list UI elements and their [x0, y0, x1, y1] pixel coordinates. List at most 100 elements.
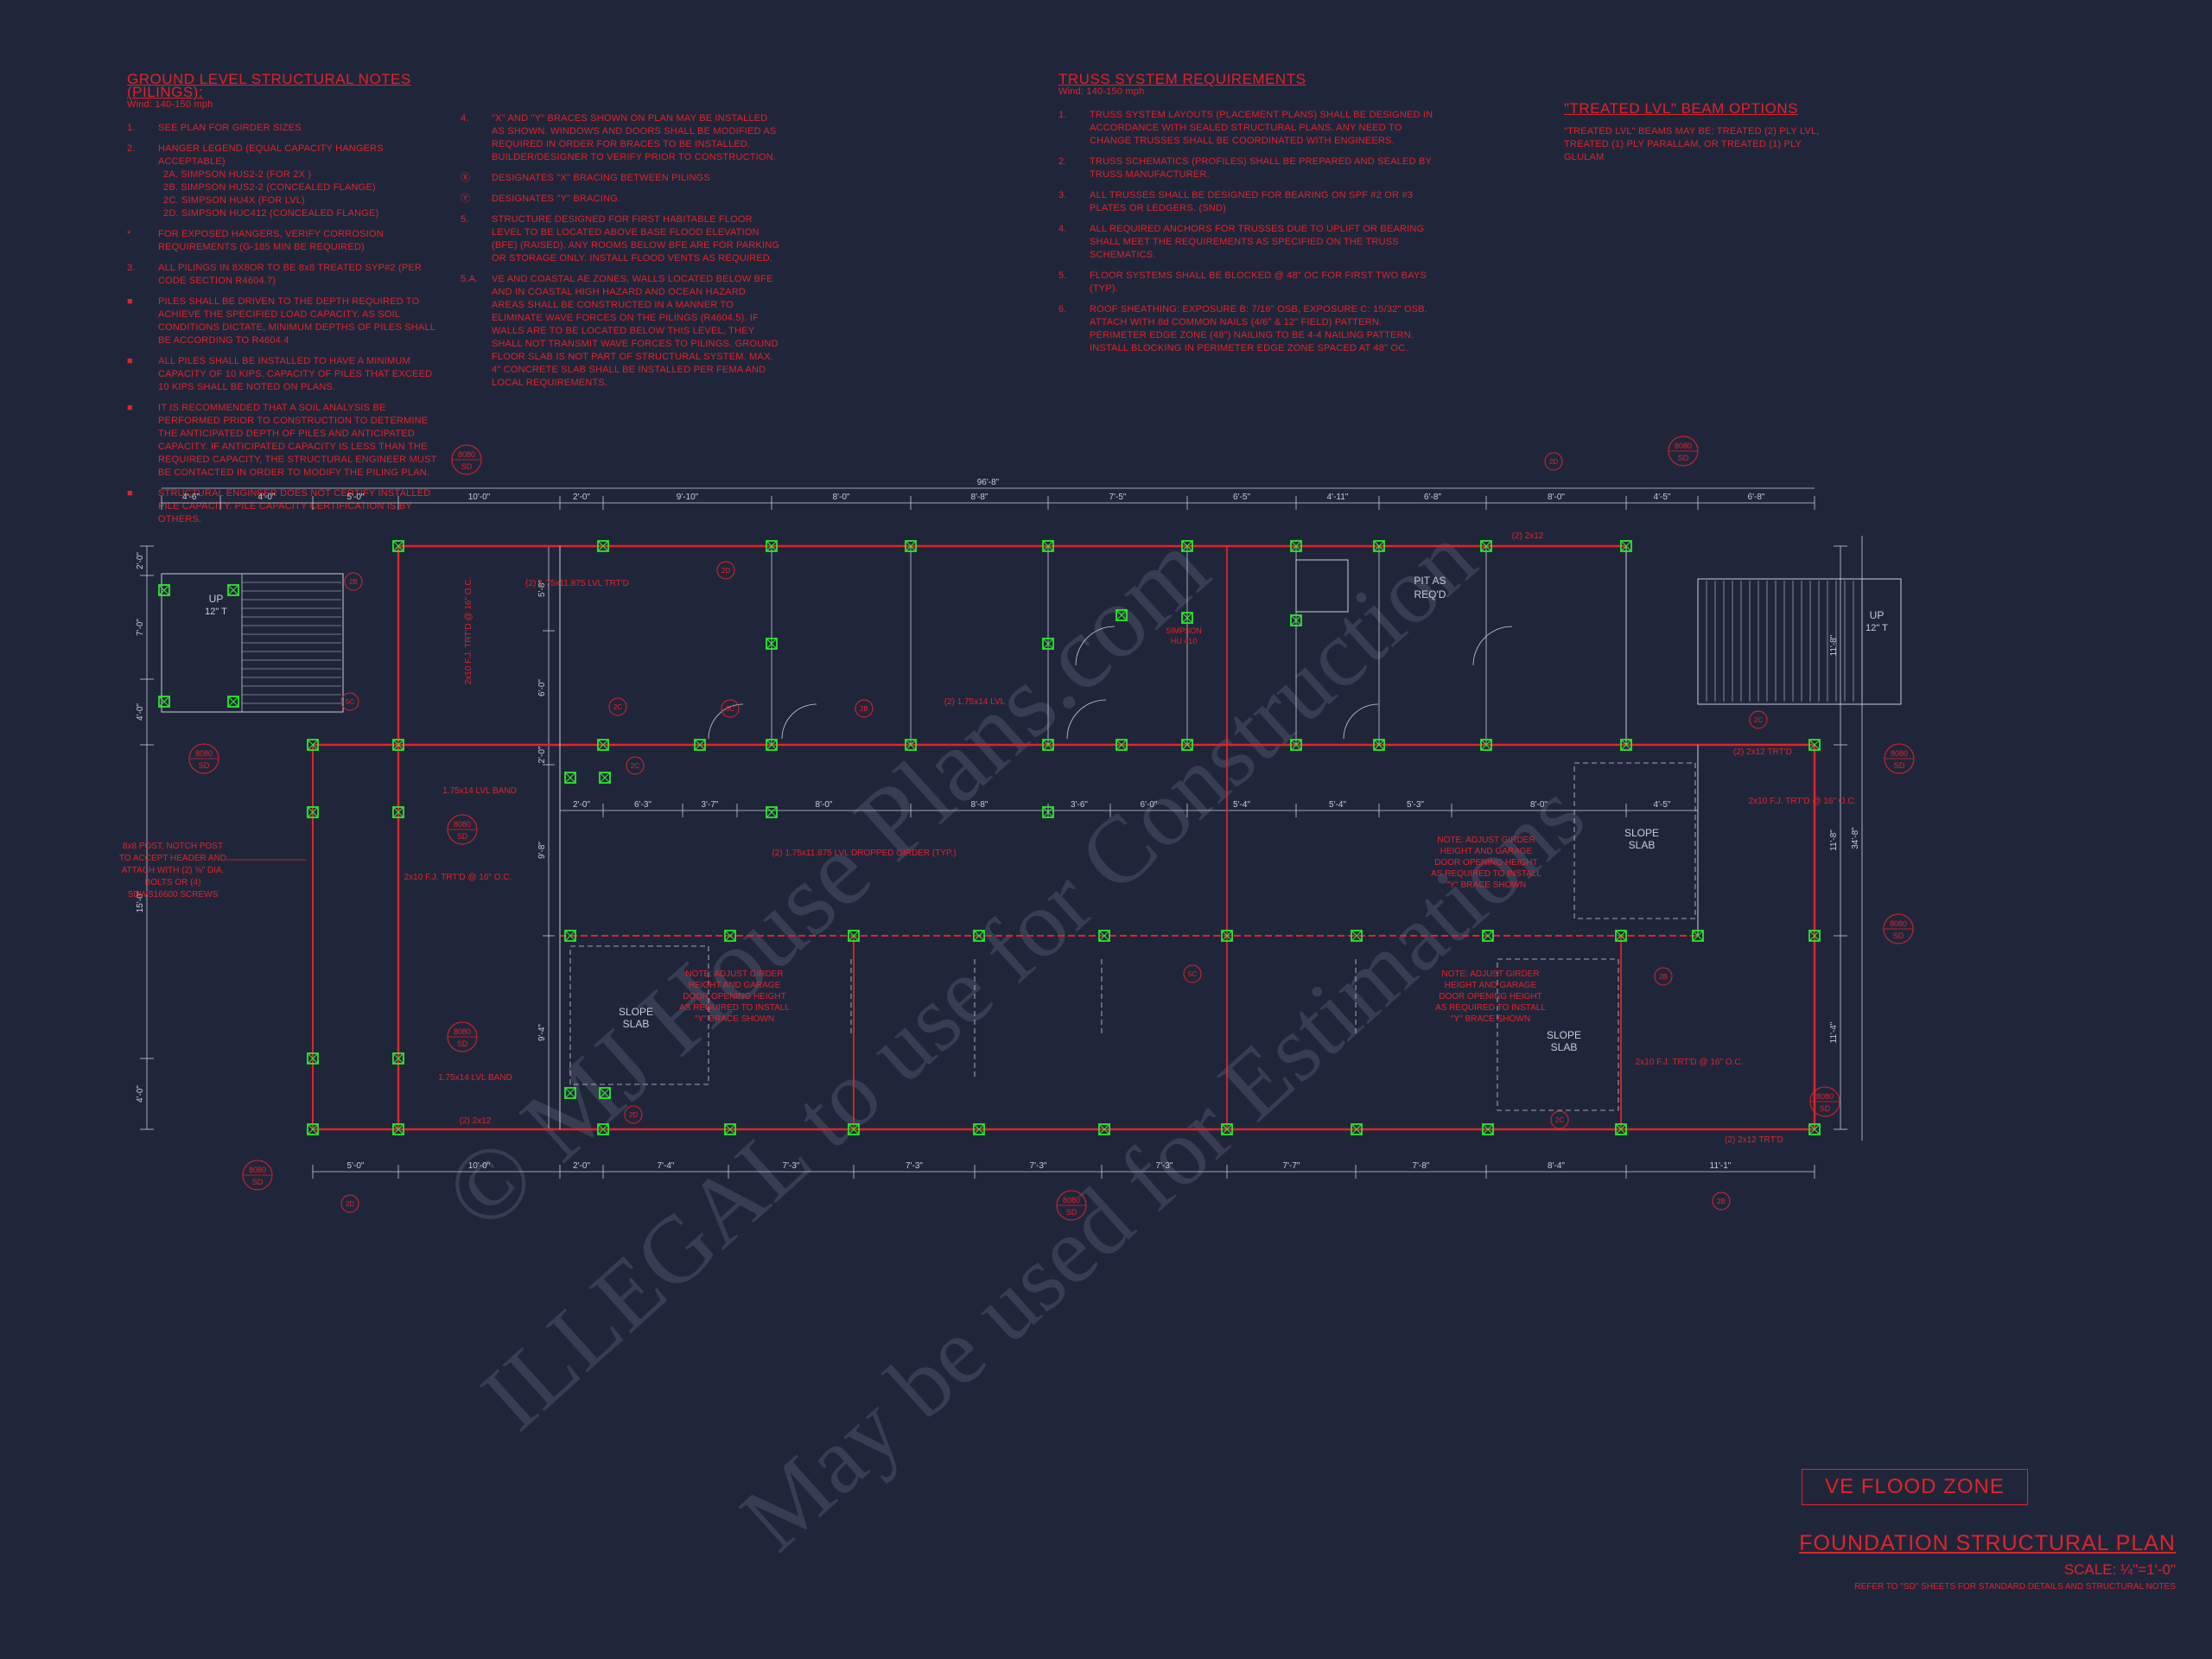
pile-cross — [906, 740, 916, 750]
note-main-text: PILES SHALL BE DRIVEN TO THE DEPTH REQUI… — [158, 296, 435, 346]
pile-cross — [1809, 740, 1820, 750]
pile-cross — [906, 541, 916, 551]
callout-sheet: SD — [1894, 761, 1905, 770]
pile-cross — [565, 931, 575, 941]
callout-number: 8080 — [1816, 1092, 1834, 1101]
hanger-tag-circle — [1550, 1110, 1569, 1129]
slope-slab-label: SLAB — [623, 1018, 650, 1030]
garage-slab-outline — [569, 945, 709, 1085]
note-number: 6. — [1058, 304, 1067, 315]
top-dim-label: 10'-0" — [468, 493, 491, 502]
left-dim-label: 2'-0" — [136, 552, 145, 569]
pile-marker — [724, 930, 736, 942]
note-main-text: TRUSS SCHEMATICS (PROFILES) SHALL BE PRE… — [1090, 156, 1432, 180]
mid-dim-label: 6'-3" — [634, 800, 652, 810]
inner-dim-label: 6'-0" — [537, 679, 547, 696]
hanger-tag: 2D — [721, 567, 730, 575]
callout-number: 8080 — [195, 749, 213, 758]
bottom-dim-label: 7'-4" — [658, 1161, 675, 1171]
beam-label: (2) 1.75x11.875 LVL DROPPED GIRDER (TYP.… — [772, 849, 956, 858]
pile-marker — [1620, 739, 1632, 751]
note-item: 3.ALL PILINGS IN 8X8OR TO BE 8x8 TREATED… — [127, 262, 438, 288]
hanger-tag-circle — [340, 692, 359, 711]
hanger-tag-circle — [1544, 452, 1563, 471]
callout-number: 8080 — [1063, 1196, 1080, 1205]
mid-dim-label: 3'-7" — [702, 800, 719, 810]
note-text: STRUCTURE DESIGNED FOR FIRST HABITABLE F… — [492, 213, 780, 265]
right-stair-outline — [1697, 578, 1902, 705]
ground-level-notes-wind: Wind: 140-150 mph — [127, 99, 213, 110]
callout-sheet: SD — [457, 832, 468, 841]
pile-marker — [1808, 1123, 1821, 1135]
hanger-tag: 2B — [1659, 973, 1668, 981]
truss-notes-wind: Wind: 140-150 mph — [1058, 86, 1145, 97]
pile-cross — [1043, 639, 1053, 649]
pile-marker — [1692, 930, 1704, 942]
pile-cross — [1693, 931, 1703, 941]
ground-level-notes: GROUND LEVEL STRUCTURAL NOTES (PILINGS):… — [127, 72, 438, 534]
sheet-scale: SCALE: ¼"=1'-0" — [2063, 1561, 2176, 1578]
note-main-text: IT IS RECOMMENDED THAT A SOIL ANALYSIS B… — [158, 403, 437, 478]
pile-marker — [564, 772, 576, 784]
pile-marker — [848, 1123, 860, 1135]
beam-label: 2x10 F.J. TRT'D @ 16" O.C. — [464, 577, 474, 685]
note-main-text: HANGER LEGEND (EQUAL CAPACITY HANGERS AC… — [158, 143, 384, 167]
note-item: 1.TRUSS SYSTEM LAYOUTS (PLACEMENT PLANS)… — [1058, 109, 1439, 148]
hanger-tag: 5C — [726, 705, 734, 713]
callout-sheet: SD — [461, 462, 473, 471]
callout-sheet: SD — [457, 1039, 468, 1048]
pile-marker — [1351, 930, 1363, 942]
hanger-tag: 2B — [860, 705, 868, 713]
hanger-tag-circle — [855, 699, 874, 718]
pile-cross — [1483, 931, 1493, 941]
note-text: ALL PILES SHALL BE INSTALLED TO HAVE A M… — [158, 355, 438, 394]
title-block: FOUNDATION STRUCTURAL PLAN SCALE: ¼"=1'-… — [1799, 1531, 2176, 1592]
pile-marker — [1480, 540, 1492, 552]
stair-rise-label: 12" T — [1866, 623, 1888, 633]
pile-marker — [1116, 739, 1128, 751]
truss-notes-list: 1.TRUSS SYSTEM LAYOUTS (PLACEMENT PLANS)… — [1058, 109, 1439, 355]
pile-marker — [597, 1123, 609, 1135]
pile-marker — [227, 696, 239, 708]
beam-label: (2) 2x12 TRT'D — [1733, 747, 1792, 757]
pile-marker — [597, 739, 609, 751]
beam-label: 1.75x14 LVL BAND — [442, 786, 517, 796]
hanger-tag-circle — [1654, 967, 1673, 986]
pile-cross — [1116, 610, 1127, 620]
pile-cross — [1222, 1124, 1232, 1135]
mid-dim-label: 6'-0" — [1141, 800, 1158, 810]
note-number: 5. — [1058, 270, 1067, 281]
left-stair-outline — [161, 573, 344, 713]
pile-cross — [1616, 1124, 1626, 1135]
beam-label: 2x10 F.J. TRT'D @ 16" O.C. — [1749, 797, 1857, 806]
inner-dim-label: 9'-4" — [537, 1024, 547, 1041]
hanger-label: SIMPSON — [1166, 626, 1202, 635]
note-subitem: 2A. SIMPSON HUS2-2 (FOR 2X ) — [163, 169, 312, 180]
note-item: 1.SEE PLAN FOR GIRDER SIZES — [127, 122, 438, 135]
note-item: 2.HANGER LEGEND (EQUAL CAPACITY HANGERS … — [127, 143, 438, 220]
hanger-tag-circle — [624, 1105, 643, 1124]
beam-label: 2x10 F.J. TRT'D @ 16" O.C. — [404, 873, 512, 882]
callout-number: 8080 — [1891, 749, 1908, 758]
hanger-tag: 5C — [1188, 970, 1197, 978]
note-item: ■IT IS RECOMMENDED THAT A SOIL ANALYSIS … — [127, 402, 438, 480]
note-number: ■ — [127, 296, 133, 307]
note-text: SEE PLAN FOR GIRDER SIZES — [158, 122, 438, 135]
pile-cross — [766, 807, 777, 817]
left-dim-label: 4'-0" — [136, 703, 145, 721]
pile-cross — [1809, 1124, 1820, 1135]
pile-marker — [1290, 614, 1302, 626]
pile-cross — [849, 1124, 859, 1135]
note-text: FLOOR SYSTEMS SHALL BE BLOCKED @ 48" OC … — [1090, 270, 1439, 296]
inner-dim-label: 5'-8" — [537, 580, 547, 597]
pile-cross — [565, 772, 575, 783]
pile-marker — [766, 540, 778, 552]
callout-sheet: SD — [1678, 454, 1689, 462]
bottom-dim-label: 7'-8" — [1413, 1161, 1430, 1171]
pile-cross — [1116, 740, 1127, 750]
garage-note: AS REQUIRED TO INSTALL — [1435, 1003, 1546, 1013]
pile-cross — [1182, 541, 1192, 551]
sheet-reference-note: REFER TO "SD" SHEETS FOR STANDARD DETAIL… — [1854, 1582, 2176, 1592]
post-note: TO ACCEPT HEADER AND — [119, 854, 226, 863]
